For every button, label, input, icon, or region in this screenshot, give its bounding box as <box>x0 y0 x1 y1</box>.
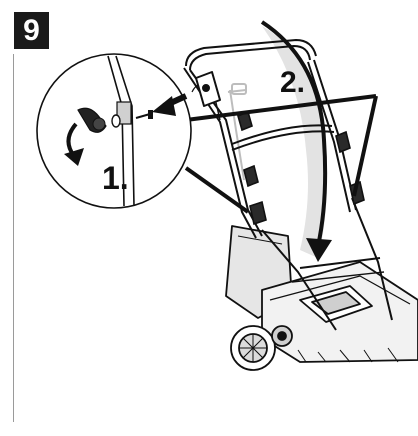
mower-body <box>225 197 418 371</box>
callout-step-2: 2. <box>280 66 306 99</box>
handle-folded-ghost <box>227 83 247 181</box>
page-margin-rule <box>13 54 14 422</box>
handle-clamps <box>237 110 365 226</box>
detail-magnifier <box>36 53 192 209</box>
callout-step-1: 1. <box>102 160 129 196</box>
upper-handle <box>183 39 357 239</box>
fold-arrow-icon <box>260 20 332 262</box>
step-number-badge: 9 <box>14 12 49 49</box>
rotate-arrow-icon <box>64 122 84 166</box>
fold-motion-shade <box>262 26 327 258</box>
insert-arrow-icon <box>152 93 188 116</box>
pointer-lines <box>184 94 378 214</box>
